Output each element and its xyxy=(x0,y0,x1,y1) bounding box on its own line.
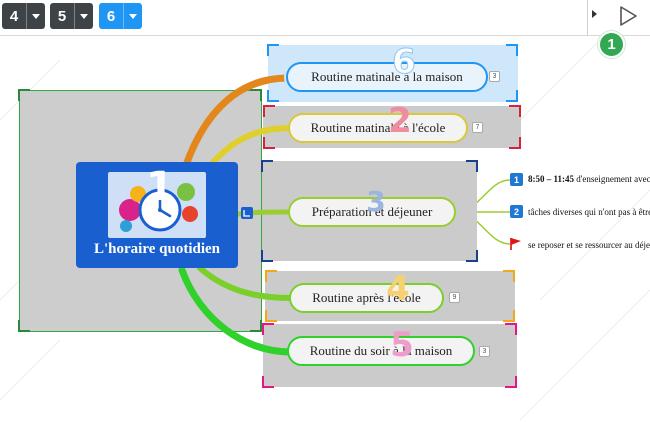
corner-marker xyxy=(509,105,521,117)
priority-1-icon: 1 xyxy=(510,173,523,186)
detail-text: tâches diverses qui n'ont pas à être xyxy=(528,207,650,217)
step-number-central: 1 xyxy=(146,164,174,210)
topic-label: Routine matinale à la maison xyxy=(311,69,463,84)
corner-marker xyxy=(262,323,274,335)
chevron-down-icon[interactable] xyxy=(26,3,45,29)
topic-label: Préparation et déjeuner xyxy=(311,204,433,219)
step-number-topic-5: 5 xyxy=(390,325,414,365)
toolbar-divider xyxy=(587,0,588,36)
detail-time: 8:50 – 11:45 xyxy=(528,174,574,184)
corner-marker xyxy=(261,250,273,262)
corner-marker xyxy=(262,376,274,388)
chevron-down-icon[interactable] xyxy=(123,3,142,29)
corner-marker xyxy=(506,90,518,102)
corner-marker xyxy=(506,44,518,56)
collapse-toggle-icon[interactable] xyxy=(241,207,253,219)
topic-routine-soir-maison[interactable]: Routine du soir à la maison xyxy=(287,336,475,366)
detail-text: se reposer et se ressourcer au déjeu xyxy=(528,240,650,250)
corner-marker xyxy=(250,89,262,101)
detail-item-3[interactable]: se reposer et se ressourcer au déjeu xyxy=(528,240,650,250)
detail-item-1[interactable]: 8:50 – 11:45 d'enseignement avec xyxy=(528,174,650,184)
corner-marker xyxy=(250,320,262,332)
step-4-dropdown[interactable]: 4 xyxy=(2,3,45,29)
corner-marker xyxy=(263,105,275,117)
topic-label: Routine matinale à l'école xyxy=(310,120,446,135)
expand-arrow-icon[interactable] xyxy=(592,10,597,21)
step-number-topic-2: 2 xyxy=(388,101,412,141)
corner-marker xyxy=(466,250,478,262)
corner-marker xyxy=(267,90,279,102)
corner-marker xyxy=(503,270,515,282)
child-count-badge[interactable]: 7 xyxy=(472,122,483,133)
step-number-topic-3: 3 xyxy=(366,185,386,218)
step-number-topic-6: 6 xyxy=(392,42,417,83)
child-count-badge[interactable]: 3 xyxy=(489,71,500,82)
detail-item-2[interactable]: tâches diverses qui n'ont pas à être xyxy=(528,207,650,217)
corner-marker xyxy=(505,376,517,388)
play-button[interactable] xyxy=(617,4,639,28)
detail-text: d'enseignement avec xyxy=(574,174,650,184)
toolbar: 4 5 6 xyxy=(0,0,650,36)
topic-routine-apres-ecole[interactable]: Routine après l'école xyxy=(289,283,444,313)
step-badge: 1 xyxy=(598,31,625,58)
corner-marker xyxy=(265,270,277,282)
child-count-badge[interactable]: 3 xyxy=(479,346,490,357)
corner-marker xyxy=(267,44,279,56)
corner-marker xyxy=(263,137,275,149)
chevron-down-icon[interactable] xyxy=(74,3,93,29)
topic-routine-matinale-maison[interactable]: Routine matinale à la maison xyxy=(286,62,488,92)
corner-marker xyxy=(505,323,517,335)
child-count-badge[interactable]: 9 xyxy=(449,292,460,303)
step-5-dropdown[interactable]: 5 xyxy=(50,3,93,29)
play-icon xyxy=(620,6,637,26)
corner-marker xyxy=(18,320,30,332)
corner-marker xyxy=(265,310,277,322)
topic-label: Routine après l'école xyxy=(312,290,421,305)
step-4-label: 4 xyxy=(9,7,19,25)
topic-routine-matinale-ecole[interactable]: Routine matinale à l'école xyxy=(288,113,468,143)
step-6-dropdown[interactable]: 6 xyxy=(99,3,142,29)
corner-marker xyxy=(509,137,521,149)
step-number-topic-4: 4 xyxy=(386,269,410,309)
corner-marker xyxy=(503,310,515,322)
topic-label: Routine du soir à la maison xyxy=(309,343,453,358)
flag-icon xyxy=(509,237,523,251)
clock-bubbles-image xyxy=(108,172,206,238)
step-6-label: 6 xyxy=(106,7,116,25)
corner-marker xyxy=(261,160,273,172)
step-5-label: 5 xyxy=(57,7,67,25)
priority-2-icon: 2 xyxy=(510,205,523,218)
topic-preparation-dejeuner[interactable]: Préparation et déjeuner xyxy=(288,197,456,227)
corner-marker xyxy=(466,160,478,172)
corner-marker xyxy=(18,89,30,101)
central-topic-title: L'horaire quotidien xyxy=(94,241,220,257)
